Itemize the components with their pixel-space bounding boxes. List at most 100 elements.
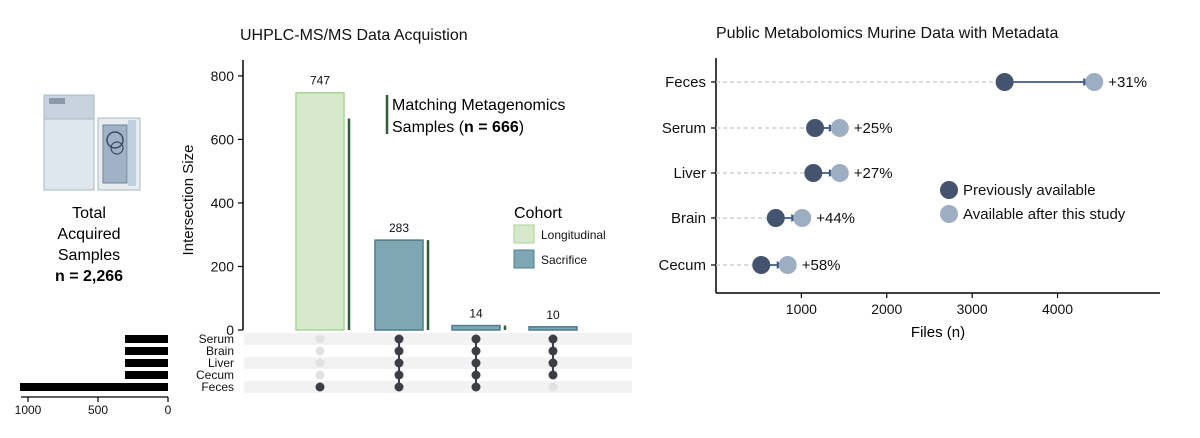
matrix-dot (471, 370, 481, 380)
matrix-dot (315, 382, 325, 392)
matrix-row-stripe (244, 333, 632, 345)
matrix-dot (394, 358, 404, 368)
matrix-row-stripe (244, 381, 632, 393)
legend-dot-previous (940, 181, 958, 199)
matrix-dot (548, 382, 558, 392)
upset-y-tick-label: 800 (211, 68, 235, 84)
matrix-dot (394, 370, 404, 380)
matrix-dot (471, 346, 481, 356)
bar-value-label: 283 (389, 221, 409, 235)
intersection-bar (295, 91, 345, 331)
dumbbell-category-label: Liver (673, 165, 706, 182)
set-size-tick-label: 500 (88, 403, 108, 417)
dumbbell-after-dot (793, 209, 812, 227)
dumbbell-percent-label: +31% (1108, 74, 1147, 91)
total-value: n = 2,266 (55, 268, 123, 285)
total-label-line1: Total (72, 205, 106, 222)
bar-value-label: 747 (310, 74, 330, 88)
upset-title: UHPLC-MS/MS Data Acquistion (240, 27, 468, 44)
upset-y-tick-label: 0 (226, 322, 234, 338)
cohort-legend-title: Cohort (514, 205, 563, 222)
matching-text-line1: Matching Metagenomics (392, 97, 565, 114)
matrix-dot (315, 370, 325, 380)
legend-swatch-longitudinal (513, 224, 535, 244)
matrix-dot (548, 370, 558, 380)
set-name-label: Serum (199, 332, 234, 346)
matrix-dot (315, 346, 325, 356)
set-size-bar (125, 347, 168, 355)
set-name-label: Cecum (196, 368, 234, 382)
dumbbell-percent-label: +58% (802, 257, 841, 274)
dumbbell-percent-label: +25% (854, 120, 893, 137)
dumbbell-category-label: Serum (662, 120, 706, 137)
lc-ms-instrument-icon (43, 94, 141, 191)
intersection-bar (528, 326, 578, 331)
legend-dot-after (940, 205, 958, 223)
dumbbell-prev-dot (806, 119, 825, 137)
matrix-dot (548, 346, 558, 356)
dumbbell-after-dot (830, 119, 849, 137)
total-label-line2: Acquired (57, 226, 120, 243)
set-size-bar (125, 335, 168, 343)
dumbbell-percent-label: +44% (816, 210, 855, 227)
upset-y-tick-label: 400 (211, 195, 235, 211)
dumbbell-x-tick-label: 3000 (957, 301, 988, 317)
dumbbell-after-dot (1085, 73, 1104, 91)
upset-bars: 747 283 14 10 (295, 74, 578, 331)
matching-prefix: Samples ( (392, 119, 465, 136)
dumbbell-after-dot (830, 164, 849, 182)
set-size-tick-label: 1000 (15, 403, 42, 417)
upset-ylabel: Intersection Size (180, 145, 197, 256)
set-size-bar (125, 359, 168, 367)
set-size-bar (125, 371, 168, 379)
upset-y-tick-label: 200 (211, 258, 235, 274)
upset-y-tick-label: 600 (211, 131, 235, 147)
matching-text-line2: Samples (n = 666) (392, 119, 524, 136)
legend-label-after: Available after this study (963, 206, 1126, 223)
intersection-bar (451, 324, 501, 331)
dumbbell-prev-dot (995, 73, 1014, 91)
dumbbell-xlabel: Files (n) (911, 324, 965, 341)
dumbbell-prev-dot (752, 256, 771, 274)
total-label-line3: Samples (58, 247, 120, 264)
bar-value-label: 14 (469, 307, 483, 321)
matrix-dot (394, 346, 404, 356)
matching-suffix: ) (519, 119, 524, 136)
legend-label-longitudinal: Longitudinal (541, 228, 606, 242)
dumbbell-x-tick-label: 1000 (786, 301, 817, 317)
matrix-dot (315, 334, 325, 344)
dumbbell-category-label: Cecum (658, 257, 706, 274)
dumbbell-title: Public Metabolomics Murine Data with Met… (716, 25, 1058, 42)
intersection-bar (374, 239, 424, 331)
set-name-label: Liver (208, 356, 234, 370)
upset-axes: 0 200 400 600 800 (211, 60, 244, 338)
dumbbell-x-tick-label: 2000 (871, 301, 902, 317)
matrix-dot (548, 334, 558, 344)
matrix-dot (394, 334, 404, 344)
matrix-dot (471, 358, 481, 368)
set-name-label: Feces (201, 380, 234, 394)
dumbbell-percent-label: +27% (854, 165, 893, 182)
set-size-bar (20, 383, 168, 391)
dumbbell-category-label: Brain (671, 210, 706, 227)
set-size-bars: 1000 500 0 (15, 335, 172, 417)
legend-swatch-sacrifice (513, 249, 535, 269)
dumbbell-prev-dot (766, 209, 785, 227)
bar-value-label: 10 (546, 308, 560, 322)
legend-label-previous: Previously available (963, 182, 1096, 199)
dumbbell-prev-dot (804, 164, 823, 182)
matrix-dot (471, 334, 481, 344)
legend-label-sacrifice: Sacrifice (541, 253, 587, 267)
matching-bold: n = 666 (464, 119, 519, 136)
matrix-row-stripe (244, 357, 632, 369)
matrix-dot (548, 358, 558, 368)
dumbbell-after-dot (778, 256, 797, 274)
matrix-dot (315, 358, 325, 368)
set-name-label: Brain (206, 344, 234, 358)
matrix-dot (394, 382, 404, 392)
set-size-tick-label: 0 (165, 403, 172, 417)
dumbbell-x-tick-label: 4000 (1042, 301, 1073, 317)
